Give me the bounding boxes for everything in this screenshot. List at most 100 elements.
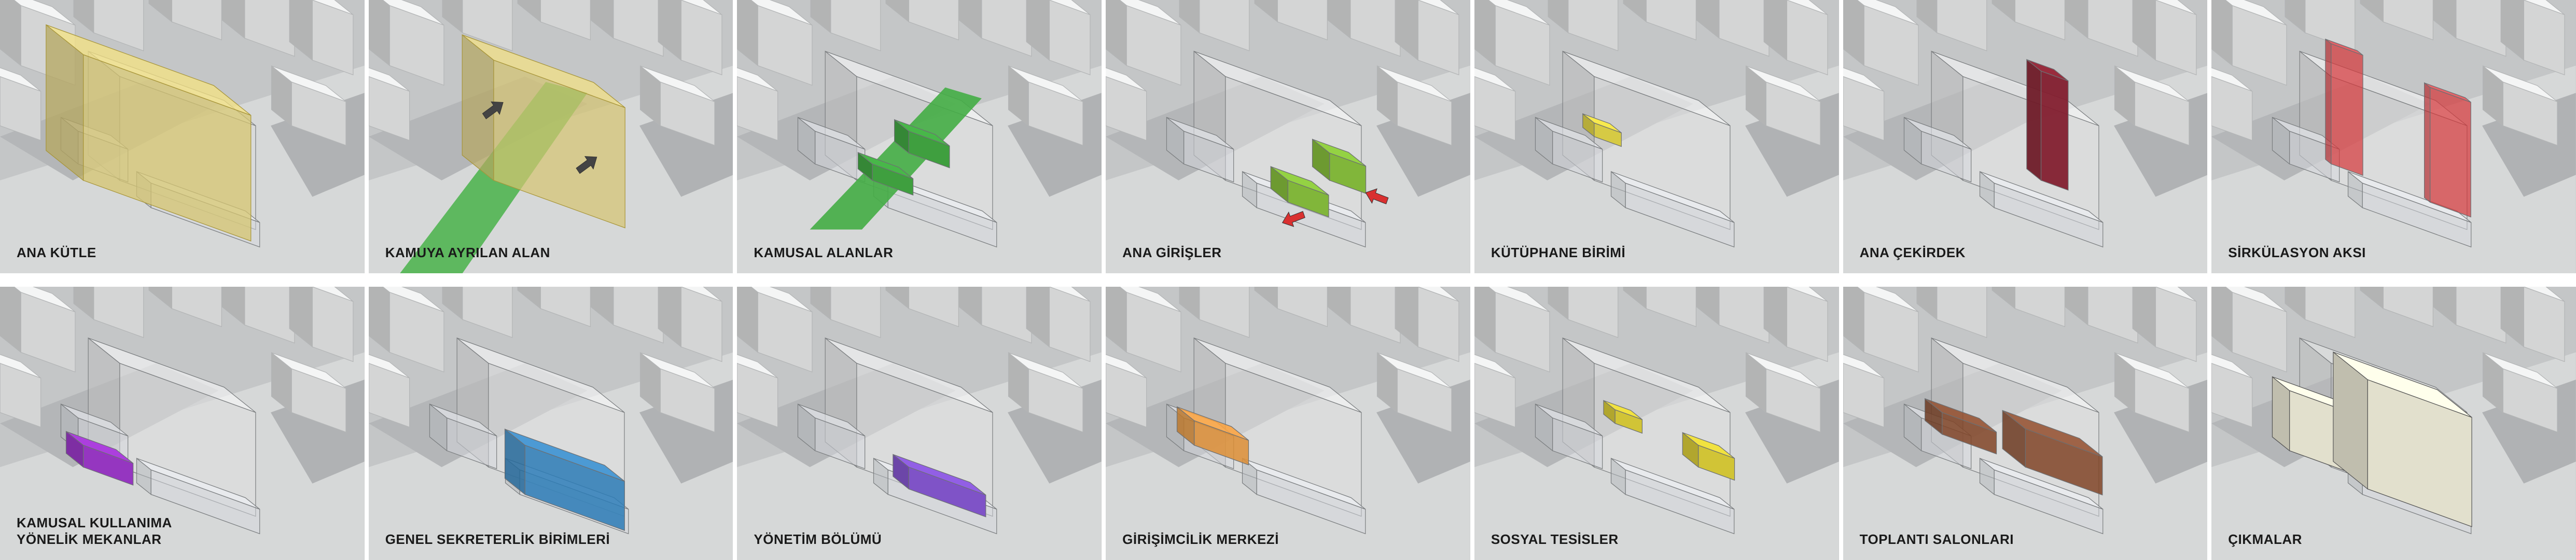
volume-face-side xyxy=(2424,82,2431,203)
volume-face-front xyxy=(540,287,591,327)
neighbour-building xyxy=(2064,0,2138,57)
volume-face-side xyxy=(1179,0,1200,34)
volume-face-top xyxy=(2483,65,2558,102)
volume-face-side xyxy=(1474,287,1496,353)
volume-face-top xyxy=(1843,354,1884,379)
volume-face-top xyxy=(2523,287,2565,302)
volume-face-top xyxy=(2225,287,2287,313)
arrow-icon xyxy=(576,156,597,174)
arrow-shape xyxy=(482,101,504,120)
neighbour-building xyxy=(2360,287,2434,327)
volume-face-top xyxy=(136,458,260,510)
highlight-volume xyxy=(1177,406,1249,466)
volume-face-side xyxy=(1763,0,1787,61)
volume-face-side xyxy=(368,287,390,353)
volume-face-top xyxy=(1610,171,1734,223)
volume-face-front xyxy=(2383,0,2434,40)
volume-face-top xyxy=(1535,403,1603,437)
volume-face-top xyxy=(0,67,41,92)
neighbour-building xyxy=(0,67,41,141)
volume-face-front xyxy=(1646,287,1696,327)
neighbour-building xyxy=(1106,354,1147,428)
volume-face-side xyxy=(1106,0,1127,66)
volume-face-top xyxy=(894,119,950,147)
volume-face-top xyxy=(271,65,346,102)
volume-face-top xyxy=(1746,352,1821,389)
arrow-icon xyxy=(1365,188,1389,204)
highlight-volume xyxy=(1270,165,1329,218)
panel-sosyal-tesisler: SOSYAL TESİSLER xyxy=(1474,287,1839,560)
volume-face-side xyxy=(0,0,21,66)
volume-face-top xyxy=(2225,0,2287,26)
volume-face-front xyxy=(462,287,513,338)
highlight-volume xyxy=(858,151,914,196)
volume-face-top xyxy=(1119,287,1181,313)
massing-illustration xyxy=(0,287,365,560)
neighbour-building xyxy=(1916,0,1987,51)
volume-face-top xyxy=(750,287,813,313)
volume-face-side xyxy=(1992,287,2015,310)
volume-face-top xyxy=(680,287,722,302)
volume-face-front xyxy=(244,0,295,57)
volume-face-top xyxy=(2211,67,2253,92)
neighbour-building xyxy=(1992,0,2065,40)
volume-face-side xyxy=(2360,287,2384,310)
volume-face-side xyxy=(289,287,313,348)
massing-illustration xyxy=(1474,287,1839,560)
neighbour-building xyxy=(1395,287,1459,362)
volume-face-top xyxy=(46,24,252,116)
volume-face-top xyxy=(2333,352,2472,418)
volume-face-top xyxy=(1931,338,2099,413)
panel-sirkulasyon-aksi: SİRKÜLASYON AKSI xyxy=(2211,0,2576,273)
highlight-volume xyxy=(2424,82,2472,218)
panel-caption: ANA ÇEKİRDEK xyxy=(1859,245,1966,260)
volume-face-top xyxy=(1603,400,1642,420)
volume-face-side xyxy=(148,0,172,23)
highlight-volume xyxy=(894,119,950,169)
neighbour-building xyxy=(2360,0,2434,40)
massing-illustration xyxy=(0,0,365,273)
neighbour-building xyxy=(737,354,778,428)
massing-illustration xyxy=(737,0,1102,273)
massing-illustration xyxy=(368,0,733,273)
volume-face-side xyxy=(737,287,759,353)
volume-face-top xyxy=(456,338,624,413)
volume-face-top xyxy=(2523,0,2565,16)
neighbour-building xyxy=(2483,65,2558,146)
wing-volume xyxy=(429,403,497,469)
volume-face-top xyxy=(2114,65,2189,102)
volume-face-side xyxy=(1395,0,1419,61)
neighbour-building xyxy=(148,287,222,327)
volume-face-top xyxy=(1786,287,1828,302)
neighbour-building xyxy=(2500,287,2565,362)
highlight-volume xyxy=(2002,410,2102,496)
volume-face-top xyxy=(1843,67,1884,92)
neighbour-building xyxy=(737,0,813,86)
volume-face-side xyxy=(658,287,681,348)
volume-face-top xyxy=(0,354,41,379)
volume-face-side xyxy=(1916,0,1937,34)
volume-face-top xyxy=(1924,398,1997,432)
neighbour-building xyxy=(148,0,222,40)
volume-face-front xyxy=(1719,0,1770,57)
volume-face-side xyxy=(1254,287,1278,310)
arrow-shape xyxy=(576,156,597,174)
highlight-volume xyxy=(2333,351,2472,527)
highlight-ground xyxy=(810,87,982,230)
volume-face-front xyxy=(1277,0,1328,40)
panel-caption: KAMUYA AYRILAN ALAN xyxy=(385,245,550,260)
volume-face-side xyxy=(442,287,463,320)
neighbour-building xyxy=(2285,287,2356,338)
massing-illustration xyxy=(1106,0,1470,273)
volume-face-side xyxy=(221,0,245,39)
panel-kamusal-kullanima-yonelik-mekanlar: KAMUSAL KULLANIMA YÖNELİK MEKANLAR xyxy=(0,287,365,560)
neighbour-building xyxy=(1695,287,1770,344)
site-wireframe xyxy=(1535,50,1735,248)
neighbour-building xyxy=(2433,0,2507,57)
volume-face-top xyxy=(825,338,993,413)
panel-ana-cekirdek: ANA ÇEKİRDEK xyxy=(1843,0,2208,273)
neighbour-building xyxy=(1763,287,1828,362)
volume-face-side xyxy=(1843,287,1864,353)
volume-face-side xyxy=(2285,287,2306,320)
wing-volume xyxy=(1535,403,1603,469)
